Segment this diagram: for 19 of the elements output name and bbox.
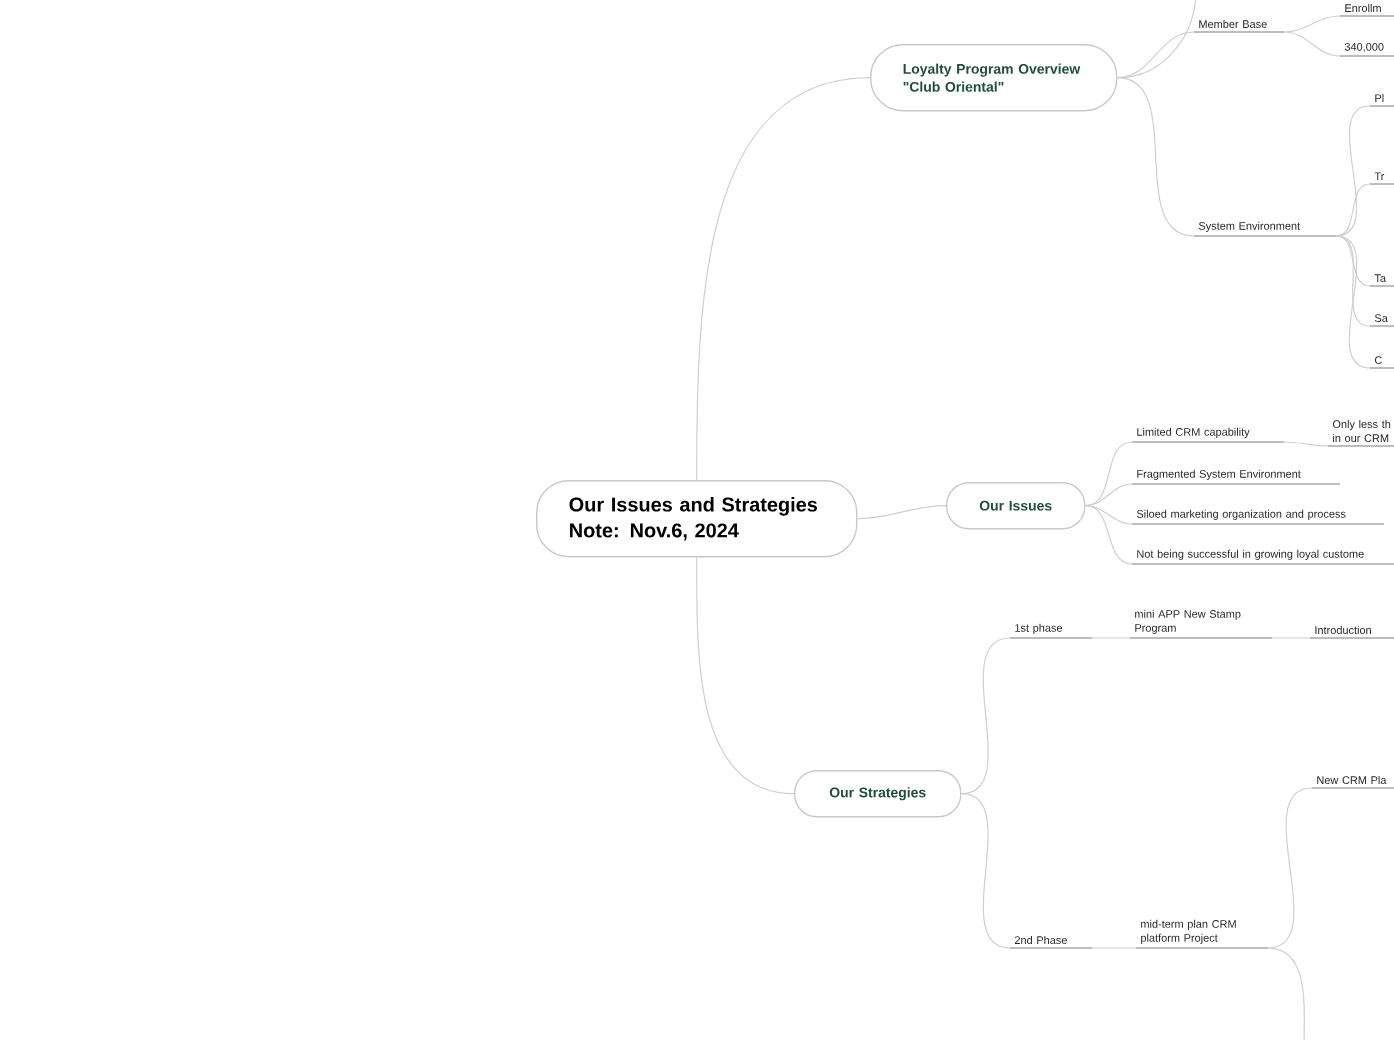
connector-line	[1267, 947, 1305, 1040]
connector-line	[1335, 183, 1371, 237]
connector-line	[1335, 235, 1371, 369]
connector-line	[1283, 15, 1341, 33]
connector-line	[1084, 505, 1133, 525]
connector-line	[696, 556, 795, 795]
connector-line	[856, 505, 947, 520]
connector-line	[1335, 235, 1371, 287]
connector-line	[1084, 483, 1133, 507]
connector-line	[960, 793, 1011, 949]
topic-box: Our Issues and Strategies Note: Nov.6, 2024	[536, 480, 858, 558]
connector-line	[1084, 441, 1133, 507]
connector-line	[1283, 441, 1329, 447]
connector-line	[1084, 505, 1133, 565]
connector-line	[1335, 105, 1371, 237]
connector-line	[1283, 31, 1341, 57]
connector-line	[1116, 77, 1195, 237]
connector-line	[696, 77, 871, 481]
connector-line	[1267, 787, 1313, 949]
